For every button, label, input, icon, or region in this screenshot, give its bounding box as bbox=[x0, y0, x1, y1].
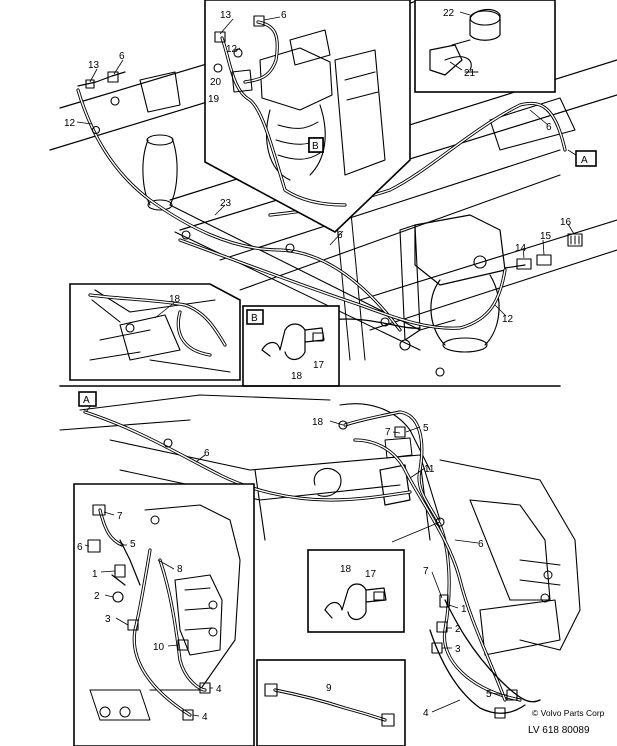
callout-6: 6 bbox=[546, 122, 552, 133]
callout-18: 18 bbox=[312, 417, 324, 428]
inset-valve-block-detail bbox=[73, 483, 255, 746]
callout-18: 18 bbox=[169, 294, 181, 305]
callout-12: 12 bbox=[226, 44, 238, 55]
callout-21: 21 bbox=[464, 68, 476, 79]
callout-6: 6 bbox=[77, 542, 83, 553]
callout-9: 9 bbox=[326, 683, 332, 694]
callout-22: 22 bbox=[443, 8, 455, 19]
callout-5: 5 bbox=[423, 423, 429, 434]
leader-lines bbox=[76, 11, 583, 717]
callout-4: 4 bbox=[202, 712, 208, 723]
callout-5: 5 bbox=[130, 539, 136, 550]
callout-19: 19 bbox=[208, 94, 220, 105]
svg-text:A: A bbox=[83, 395, 90, 406]
callout-7: 7 bbox=[385, 427, 391, 438]
callout-5: 5 bbox=[486, 689, 492, 700]
callout-18: 18 bbox=[340, 564, 352, 575]
footer: © Volvo Parts Corp LV 618 80089 bbox=[528, 708, 605, 736]
ref-box-b-inset: B bbox=[308, 137, 324, 153]
callout-4: 4 bbox=[423, 708, 429, 719]
callout-6: 6 bbox=[478, 539, 484, 550]
ref-box-b-clamp: B bbox=[246, 309, 264, 325]
inset-clamp-detail-lower bbox=[307, 549, 405, 633]
inset-bracket-detail bbox=[69, 283, 241, 381]
callout-6: 6 bbox=[204, 448, 210, 459]
callout-6: 6 bbox=[337, 230, 343, 241]
callout-1: 1 bbox=[461, 604, 467, 615]
ref-box-a-lower: A bbox=[78, 391, 97, 407]
callout-6: 6 bbox=[281, 10, 287, 21]
svg-text:B: B bbox=[312, 141, 319, 152]
inset-sensor-detail bbox=[414, 0, 556, 93]
callout-12: 12 bbox=[64, 118, 76, 129]
callout-17: 17 bbox=[365, 569, 377, 580]
callout-20: 20 bbox=[210, 77, 222, 88]
callout-3: 3 bbox=[455, 644, 461, 655]
callout-2: 2 bbox=[94, 591, 100, 602]
callout-7: 7 bbox=[117, 511, 123, 522]
callout-13: 13 bbox=[220, 10, 232, 21]
callout-1: 1 bbox=[92, 569, 98, 580]
callout-labels: 13 6 12 13 6 12 20 19 22 21 6 16 15 14 1… bbox=[64, 8, 572, 723]
svg-text:B: B bbox=[251, 313, 258, 324]
callout-2: 2 bbox=[455, 624, 461, 635]
svg-text:A: A bbox=[581, 155, 588, 166]
callout-14: 14 bbox=[515, 243, 527, 254]
callout-15: 15 bbox=[540, 231, 552, 242]
callout-13: 13 bbox=[88, 60, 100, 71]
ref-box-a-upper: A bbox=[575, 150, 597, 167]
inset-level-valve-detail bbox=[204, 0, 411, 233]
callout-10: 10 bbox=[153, 642, 165, 653]
callout-23: 23 bbox=[220, 198, 232, 209]
callout-17: 17 bbox=[313, 360, 325, 371]
inset-hose-detail bbox=[256, 659, 406, 746]
copyright-text: © Volvo Parts Corp bbox=[532, 708, 605, 718]
callout-7: 7 bbox=[423, 566, 429, 577]
figure-id: LV 618 80089 bbox=[528, 725, 590, 736]
callout-4: 4 bbox=[216, 684, 222, 695]
callout-3: 3 bbox=[105, 614, 111, 625]
callout-12: 12 bbox=[502, 314, 514, 325]
callout-16: 16 bbox=[560, 217, 572, 228]
callout-8: 8 bbox=[177, 564, 183, 575]
callout-11: 11 bbox=[424, 464, 435, 475]
callout-6: 6 bbox=[119, 51, 125, 62]
callout-18: 18 bbox=[291, 371, 303, 382]
